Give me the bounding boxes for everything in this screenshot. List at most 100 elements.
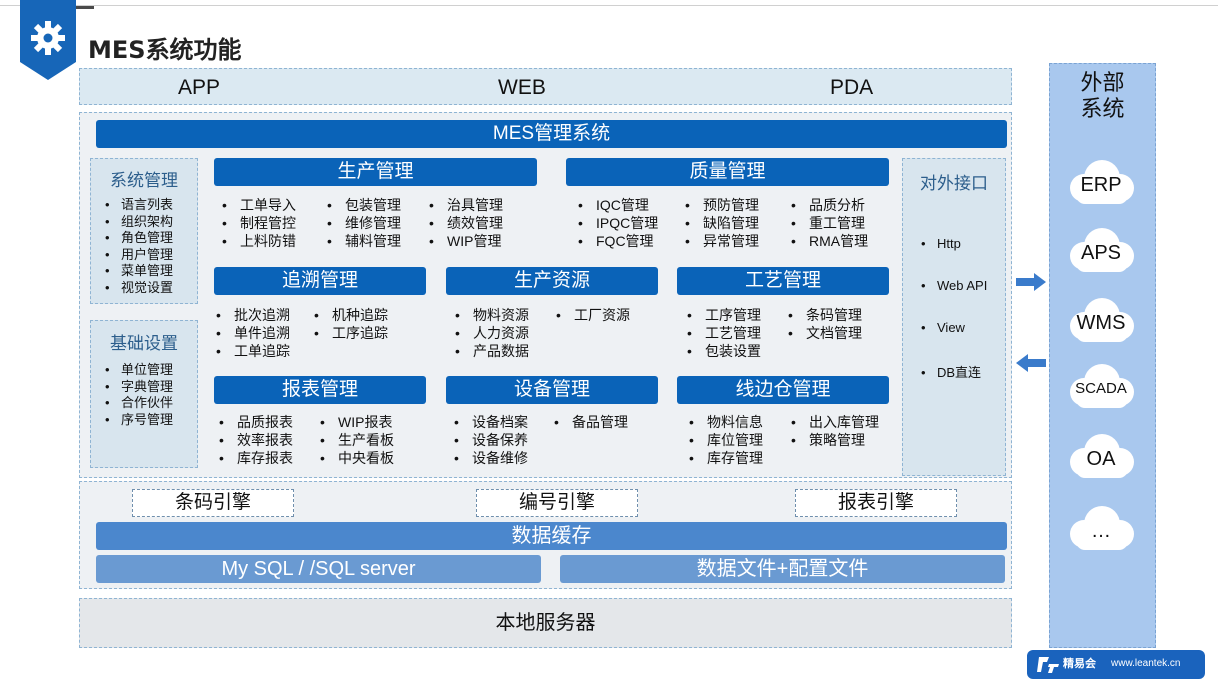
list-item: IPQC管理 — [578, 214, 658, 232]
warehouse-col2: 出入库管理 策略管理 — [791, 413, 879, 449]
list-item: Http — [921, 236, 1005, 278]
process-col1: 工序管理 工艺管理 包装设置 — [687, 306, 761, 360]
barcode-engine: 条码引擎 — [132, 489, 294, 517]
cloud-label: SCADA — [1075, 380, 1127, 397]
cloud-icon — [1070, 298, 1134, 342]
list-item: 包装管理 — [327, 196, 401, 214]
process-col2: 条码管理 文档管理 — [788, 306, 862, 342]
cloud-oa: OA — [1064, 432, 1138, 482]
quality-header: 质量管理 — [566, 158, 889, 186]
production-col2: 包装管理 维修管理 辅料管理 — [327, 196, 401, 250]
list-item: 用户管理 — [105, 247, 197, 264]
client-app: APP — [178, 76, 221, 99]
list-item: 异常管理 — [685, 232, 759, 250]
list-item: 合作伙伴 — [105, 395, 197, 412]
list-item: WIP管理 — [429, 232, 503, 250]
trace-header: 追溯管理 — [214, 267, 426, 295]
list-item: 组织架构 — [105, 214, 197, 231]
list-item: 物料信息 — [689, 413, 763, 431]
system-management-panel: 系统管理 语言列表 组织架构 角色管理 用户管理 菜单管理 视觉设置 — [90, 158, 198, 304]
cloud-icon — [1070, 434, 1134, 478]
list-item: 预防管理 — [685, 196, 759, 214]
header-accent — [76, 6, 94, 9]
trace-col1: 批次追溯 单件追溯 工单追踪 — [216, 306, 290, 360]
list-item: 工厂资源 — [556, 306, 630, 324]
list-item: 包装设置 — [687, 342, 761, 360]
gear-icon — [20, 0, 76, 80]
list-item: 品质报表 — [219, 413, 293, 431]
list-item: 工艺管理 — [687, 324, 761, 342]
list-item: 绩效管理 — [429, 214, 503, 232]
trace-col2: 机种追踪 工序追踪 — [314, 306, 388, 342]
list-item: 工序追踪 — [314, 324, 388, 342]
system-management-list: 语言列表 组织架构 角色管理 用户管理 菜单管理 视觉设置 — [105, 197, 197, 296]
cloud-icon — [1070, 364, 1134, 408]
list-item: Web API — [921, 278, 1005, 320]
process-header: 工艺管理 — [677, 267, 889, 295]
cloud-erp: ERP — [1064, 158, 1138, 208]
list-item: 制程管控 — [222, 214, 296, 232]
production-header: 生产管理 — [214, 158, 537, 186]
list-item: 批次追溯 — [216, 306, 290, 324]
list-item: 角色管理 — [105, 230, 197, 247]
list-item: IQC管理 — [578, 196, 658, 214]
interface-panel: 对外接口 Http Web API View DB直连 — [902, 158, 1006, 476]
production-col3: 治具管理 绩效管理 WIP管理 — [429, 196, 503, 250]
list-item: 库位管理 — [689, 431, 763, 449]
equipment-col2: 备品管理 — [554, 413, 628, 431]
logo-url: www.leantek.cn — [1111, 658, 1181, 669]
resource-col1: 物料资源 人力资源 产品数据 — [455, 306, 529, 360]
list-item: View — [921, 320, 1005, 362]
list-item: 库存管理 — [689, 449, 763, 467]
quality-col3: 品质分析 重工管理 RMA管理 — [791, 196, 868, 250]
external-title-line2: 系统 — [1080, 96, 1125, 121]
list-item: 生产看板 — [320, 431, 394, 449]
quality-col2: 预防管理 缺陷管理 异常管理 — [685, 196, 759, 250]
list-item: 设备档案 — [454, 413, 528, 431]
page-title: MES系统功能 — [88, 36, 242, 64]
list-item: 备品管理 — [554, 413, 628, 431]
external-systems-panel — [1049, 63, 1156, 648]
external-systems-title: 外部 系统 — [1049, 70, 1156, 122]
cloud-label: WMS — [1076, 312, 1126, 334]
list-item: 出入库管理 — [791, 413, 879, 431]
data-cache-bar: 数据缓存 — [96, 522, 1007, 550]
quality-col1: IQC管理 IPQC管理 FQC管理 — [578, 196, 658, 250]
list-item: 产品数据 — [455, 342, 529, 360]
cloud-aps: APS — [1064, 226, 1138, 276]
system-management-title: 系统管理 — [110, 171, 178, 190]
basic-settings-title: 基础设置 — [110, 334, 178, 353]
cloud-label: ERP — [1080, 174, 1122, 196]
list-item: 缺陷管理 — [685, 214, 759, 232]
equipment-col1: 设备档案 设备保养 设备维修 — [454, 413, 528, 467]
list-item: 策略管理 — [791, 431, 879, 449]
report-header: 报表管理 — [214, 376, 426, 404]
list-item: 重工管理 — [791, 214, 868, 232]
list-item: DB直连 — [921, 362, 1005, 404]
mes-system-bar: MES管理系统 — [96, 120, 1007, 148]
cloud-icon — [1070, 506, 1134, 550]
cloud-label: APS — [1080, 242, 1122, 264]
list-item: RMA管理 — [791, 232, 868, 250]
report-col2: WIP报表 生产看板 中央看板 — [320, 413, 394, 467]
list-item: 字典管理 — [105, 379, 197, 396]
list-item: 设备保养 — [454, 431, 528, 449]
list-item: 文档管理 — [788, 324, 862, 342]
equipment-header: 设备管理 — [446, 376, 658, 404]
list-item: 单位管理 — [105, 362, 197, 379]
list-item: 物料资源 — [455, 306, 529, 324]
warehouse-header: 线边仓管理 — [677, 376, 889, 404]
basic-settings-panel: 基础设置 单位管理 字典管理 合作伙伴 序号管理 — [90, 320, 198, 468]
company-logo: 精易会 www.leantek.cn — [1027, 650, 1205, 679]
list-item: 维修管理 — [327, 214, 401, 232]
list-item: 设备维修 — [454, 449, 528, 467]
warehouse-col1: 物料信息 库位管理 库存管理 — [689, 413, 763, 467]
cloud-scada: SCADA — [1064, 362, 1138, 412]
list-item: 工单追踪 — [216, 342, 290, 360]
list-item: 条码管理 — [788, 306, 862, 324]
report-col1: 品质报表 效率报表 库存报表 — [219, 413, 293, 467]
production-col1: 工单导入 制程管控 上料防错 — [222, 196, 296, 250]
interface-list: Http Web API View DB直连 — [921, 236, 1005, 404]
cloud-wms: WMS — [1064, 296, 1138, 346]
list-item: 工单导入 — [222, 196, 296, 214]
